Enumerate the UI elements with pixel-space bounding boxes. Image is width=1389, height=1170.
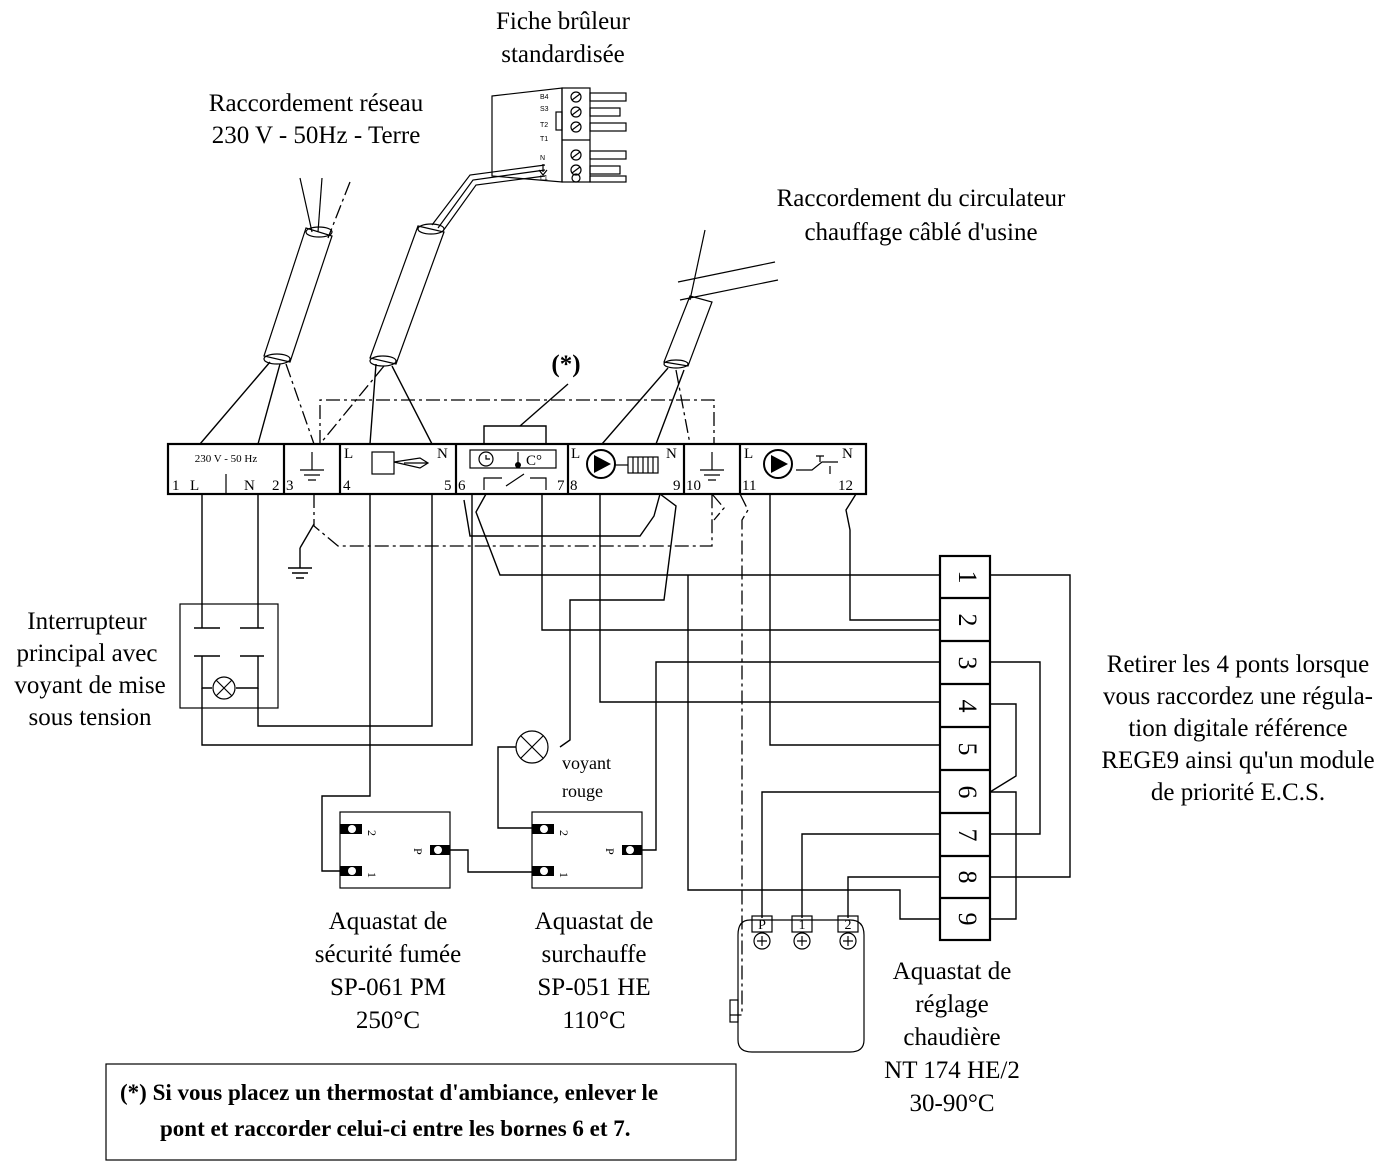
circulateur-label-1: Raccordement du circulateur xyxy=(777,185,1066,212)
voyant-label-1: voyant xyxy=(562,753,611,773)
term-num-2: 2 xyxy=(272,478,280,494)
connector-pin-b4: B4 xyxy=(540,94,549,101)
asterisk-label: (*) xyxy=(551,351,580,378)
aq2-label-2: surchauffe xyxy=(541,941,646,968)
term-L-11: L xyxy=(744,446,753,462)
term-num-3: 3 xyxy=(286,478,294,494)
reg-pin-3: 3 xyxy=(953,657,982,670)
note-line-2: pont et raccorder celui-ci entre les bor… xyxy=(160,1116,631,1141)
reseau-label-1: Raccordement réseau xyxy=(209,90,424,117)
term-L-8: L xyxy=(571,446,580,462)
fiche-label-1: Fiche brûleur xyxy=(496,8,631,35)
aq2-pin-2: 2 xyxy=(557,830,571,836)
reg-pin-1: 1 xyxy=(953,571,982,584)
term-num-5: 5 xyxy=(444,478,452,494)
connector-pin-t1: T1 xyxy=(540,136,548,143)
aq1-label-3: SP-061 PM xyxy=(330,974,446,1001)
connector-pin-t2: T2 xyxy=(540,122,548,129)
voyant-label-2: rouge xyxy=(562,781,603,801)
term-N-9: N xyxy=(666,446,677,462)
reg-pin-5: 5 xyxy=(953,743,982,756)
nt174-pin-1: 1 xyxy=(799,918,806,933)
aq3-label-1: Aquastat de xyxy=(893,958,1012,985)
interrupteur-label-4: sous tension xyxy=(29,704,152,731)
reg-pin-9: 9 xyxy=(953,913,982,926)
aq3-label-4: NT 174 HE/2 xyxy=(884,1057,1020,1084)
reg-pin-6: 6 xyxy=(953,786,982,799)
aq3-label-2: réglage xyxy=(915,991,989,1018)
term-N-5: N xyxy=(437,446,448,462)
retirer-label-2: vous raccordez une régula- xyxy=(1103,683,1373,710)
term-num-9: 9 xyxy=(673,478,681,494)
aq2-pin-p: P xyxy=(603,848,617,855)
term-num-4: 4 xyxy=(343,478,351,494)
term-num-6: 6 xyxy=(458,478,466,494)
fiche-label-2: standardisée xyxy=(501,41,625,68)
aq1-label-2: sécurité fumée xyxy=(315,941,461,968)
interrupteur-label-2: principal avec xyxy=(17,640,158,667)
term-N-1: N xyxy=(244,478,255,494)
aquastat-reglage: P 1 2 xyxy=(729,915,865,1053)
reg-pin-8: 8 xyxy=(953,871,982,884)
term-num-8: 8 xyxy=(570,478,578,494)
reg-pin-4: 4 xyxy=(953,700,982,713)
retirer-label-5: de priorité E.C.S. xyxy=(1151,779,1325,806)
retirer-label-3: tion digitale référence xyxy=(1128,715,1347,742)
nt174-pin-2: 2 xyxy=(845,918,852,933)
term-num-12: 12 xyxy=(838,478,853,494)
reg-pin-2: 2 xyxy=(953,614,982,627)
aq2-pin-1: 1 xyxy=(557,872,571,878)
nt174-pin-p: P xyxy=(758,918,766,933)
mains-cable xyxy=(263,177,351,365)
aq1-label-1: Aquastat de xyxy=(329,908,448,935)
aquastat-securite: 2 1 P xyxy=(339,811,451,889)
connector-pin-n: N xyxy=(540,155,545,162)
aq1-pin-p: P xyxy=(411,848,425,855)
note-line-1: (*) Si vous placez un thermostat d'ambia… xyxy=(120,1080,658,1105)
term-c-degree: C° xyxy=(526,453,542,469)
circulator-cable xyxy=(663,229,779,369)
burner-connector: B4 S3 T2 T1 N L1 xyxy=(491,87,627,183)
aquastat-surchauffe: 2 1 P xyxy=(531,811,643,889)
aq1-pin-1: 1 xyxy=(365,872,379,878)
regulator-terminals: 1 2 3 4 5 6 7 8 9 xyxy=(938,554,992,942)
term-num-11: 11 xyxy=(742,478,756,494)
aq1-pin-2: 2 xyxy=(365,830,379,836)
term-L-4: L xyxy=(344,446,353,462)
interrupteur-label-3: voyant de mise xyxy=(14,672,165,699)
reg-pin-7: 7 xyxy=(953,829,982,842)
note-box xyxy=(105,1063,737,1161)
aq3-label-5: 30-90°C xyxy=(910,1090,995,1117)
term-L-1: L xyxy=(190,478,199,494)
term-num-10: 10 xyxy=(686,478,701,494)
reseau-label-2: 230 V - 50Hz - Terre xyxy=(212,122,421,149)
supply-label: 230 V - 50 Hz xyxy=(195,453,258,465)
main-switch-box xyxy=(179,603,279,709)
retirer-label-1: Retirer les 4 ponts lorsque xyxy=(1107,651,1369,678)
circulateur-label-2: chauffage câblé d'usine xyxy=(804,219,1037,246)
aq2-label-3: SP-051 HE xyxy=(537,974,650,1001)
term-num-7: 7 xyxy=(557,478,565,494)
terminal-block: 230 V - 50 Hz 1 L N 2 3 L 4 N 5 6 C° 7 L… xyxy=(166,442,868,496)
term-num-1: 1 xyxy=(172,478,180,494)
term-N-12: N xyxy=(842,446,853,462)
aq2-label-1: Aquastat de xyxy=(535,908,654,935)
aq1-label-4: 250°C xyxy=(356,1007,420,1034)
aq3-label-3: chaudière xyxy=(903,1024,1000,1051)
interrupteur-label-1: Interrupteur xyxy=(27,608,147,635)
retirer-label-4: REGE9 ainsi qu'un module xyxy=(1101,747,1374,774)
connector-pin-s3: S3 xyxy=(540,106,549,113)
aq2-label-4: 110°C xyxy=(562,1007,625,1034)
burner-cable xyxy=(369,223,445,367)
connector-pin-l1: L1 xyxy=(540,175,548,182)
